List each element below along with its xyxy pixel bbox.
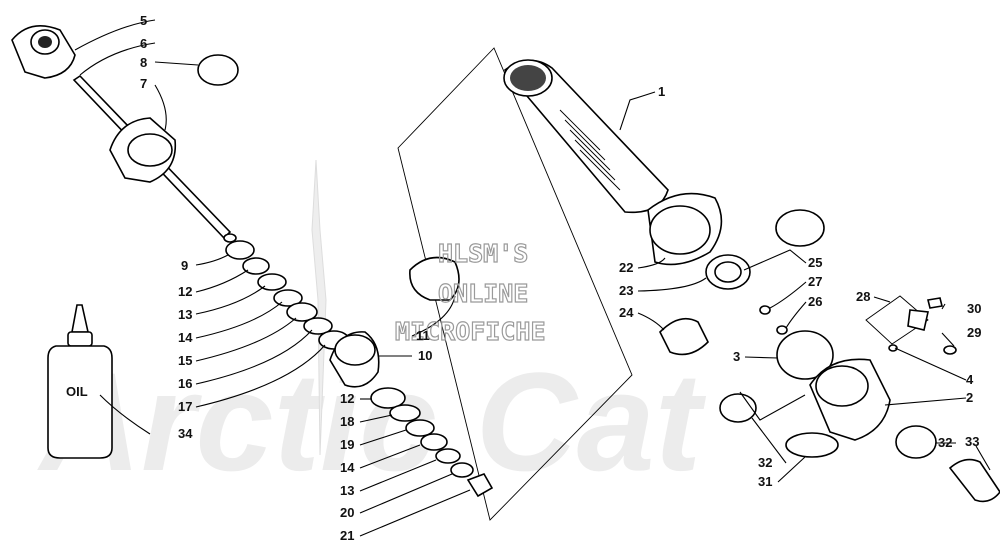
callout-7: 7 — [140, 76, 147, 91]
ring-part-24 — [659, 317, 709, 356]
callout-23: 23 — [619, 283, 633, 298]
callout-16: 16 — [178, 376, 192, 391]
bushing-part-32a — [719, 393, 757, 423]
assembly-box — [397, 47, 633, 521]
callout-18: 18 — [340, 414, 354, 429]
callout-24: 24 — [619, 305, 634, 320]
watermark-line1: HLSM'S — [438, 239, 528, 268]
callout-29: 29 — [967, 325, 981, 340]
callout-20: 20 — [340, 505, 354, 520]
callout-17: 17 — [178, 399, 192, 414]
watermark-line3: MICROFICHE — [395, 317, 546, 346]
oring-part-25 — [775, 209, 825, 247]
callout-1: 1 — [658, 84, 665, 99]
spring-part-26 — [776, 325, 788, 335]
ball-part-27 — [759, 305, 771, 315]
oil-label: OIL — [66, 384, 88, 399]
callout-11: 11 — [416, 328, 430, 343]
callout-27: 27 — [808, 274, 822, 289]
callout-15: 15 — [178, 353, 192, 368]
oring-part-8 — [197, 54, 239, 86]
callout-34: 34 — [178, 426, 193, 441]
sleeve-part-33 — [948, 458, 1000, 503]
decal-part-31 — [785, 432, 839, 458]
washer-stack-center — [370, 387, 494, 498]
piston-part-10 — [329, 331, 380, 388]
callout-4: 4 — [966, 372, 974, 387]
seal-part-23 — [705, 254, 751, 290]
callout-5: 5 — [140, 13, 147, 28]
callout-2: 2 — [966, 390, 973, 405]
oil-bottle: OIL — [47, 304, 113, 459]
callout-6: 6 — [140, 36, 147, 51]
callout-13-left: 13 — [178, 307, 192, 322]
callout-9: 9 — [181, 258, 188, 273]
bushing-part-32b — [895, 425, 937, 459]
tower-silhouette — [311, 159, 327, 456]
shock-body-part-1 — [503, 59, 669, 214]
callout-25: 25 — [808, 255, 822, 270]
callout-labels: 5 6 8 7 9 12 13 14 15 16 17 34 11 10 12 … — [140, 13, 981, 543]
callout-22: 22 — [619, 260, 633, 275]
callout-12-left: 12 — [178, 284, 192, 299]
callout-14-left: 14 — [178, 330, 193, 345]
microfiche-watermark: HLSM'S ONLINE MICROFICHE — [394, 238, 546, 346]
callout-14-center: 14 — [340, 460, 355, 475]
callout-31: 31 — [758, 474, 772, 489]
brand-watermark: Arctic Cat — [37, 159, 707, 500]
callout-26: 26 — [808, 294, 822, 309]
callout-8: 8 — [140, 55, 147, 70]
callout-30: 30 — [967, 301, 981, 316]
washer-part-29 — [943, 345, 957, 355]
clip-part-11 — [409, 256, 460, 301]
washer-stack-left — [225, 240, 350, 350]
oring-part-3 — [776, 330, 834, 380]
callout-13-center: 13 — [340, 483, 354, 498]
screw-part-30 — [927, 297, 943, 309]
cap-part-22 — [647, 192, 723, 266]
leader-lines — [74, 19, 991, 537]
callout-21: 21 — [340, 528, 354, 543]
callout-10: 10 — [418, 348, 432, 363]
eyelet-part-2 — [809, 358, 891, 441]
eyelet-part-5 — [11, 24, 76, 79]
callout-12-center: 12 — [340, 391, 354, 406]
callout-28: 28 — [856, 289, 870, 304]
callout-32-left: 32 — [758, 455, 772, 470]
valve-part-28 — [865, 295, 929, 352]
callout-19: 19 — [340, 437, 354, 452]
shaft-part-6 — [72, 74, 237, 243]
watermark-line2: ONLINE — [438, 279, 528, 308]
callout-3: 3 — [733, 349, 740, 364]
callout-32-right: 32 — [938, 435, 952, 450]
callout-33: 33 — [965, 434, 979, 449]
